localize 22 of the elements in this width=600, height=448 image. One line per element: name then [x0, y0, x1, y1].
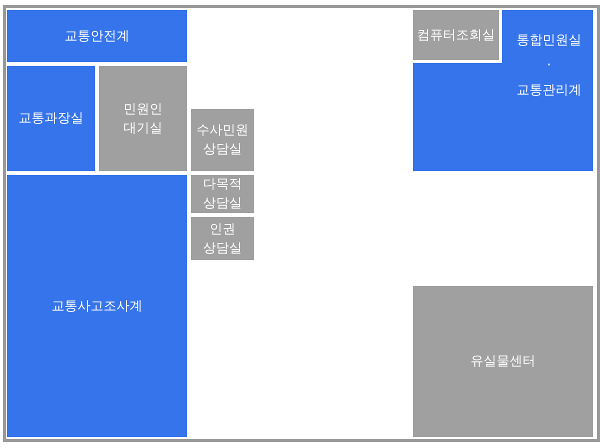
- room-label: 인권 상담실: [202, 220, 243, 258]
- room-label: 민원인 대기실: [122, 100, 164, 138]
- waiting-room: [99, 66, 187, 171]
- counseling-room: [191, 109, 254, 171]
- room-label: 교통사고조사계: [52, 298, 142, 316]
- lost-and-found-room: [413, 286, 593, 437]
- room-label: 다목적 상담실: [202, 176, 243, 213]
- room-label: 교통과장실: [18, 110, 84, 128]
- room-label: ·: [546, 57, 552, 75]
- room-label: 교통안전계: [64, 28, 130, 46]
- office-room: [7, 66, 95, 171]
- room-label: 컴퓨터조회실: [417, 26, 495, 44]
- computer-room: [413, 10, 502, 63]
- office-room: [7, 10, 187, 62]
- office-room: [7, 175, 187, 437]
- room-label: 교통관리계: [516, 82, 582, 100]
- counseling-room: [191, 175, 254, 213]
- counseling-room: [191, 217, 254, 260]
- room-label: 통합민원실: [516, 32, 582, 50]
- office-room: [413, 10, 593, 171]
- room-label: 수사민원 상담실: [196, 122, 250, 159]
- room-label: 유실물센터: [470, 353, 536, 371]
